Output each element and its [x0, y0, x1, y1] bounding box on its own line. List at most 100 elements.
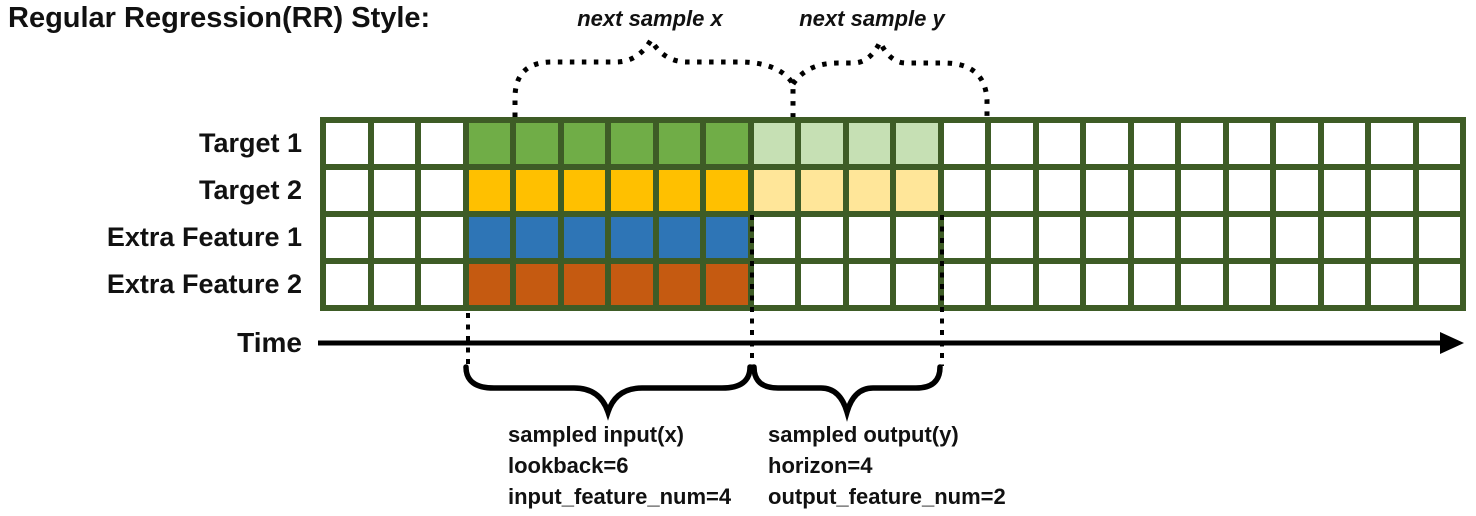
grid-cell	[326, 264, 368, 305]
sampled-output-title-line: sampled output(y)	[768, 422, 959, 447]
grid-cell	[373, 264, 415, 305]
grid-cell	[848, 123, 890, 164]
grid-cell	[1086, 170, 1128, 211]
grid-cell	[373, 217, 415, 258]
grid-cell	[1181, 170, 1223, 211]
grid-cell	[516, 217, 558, 258]
grid-cell	[1323, 123, 1365, 164]
grid-cell	[1133, 170, 1175, 211]
horizon-line: horizon=4	[768, 453, 873, 478]
grid-cell	[563, 264, 605, 305]
output-feature-num-line: output_feature_num=2	[768, 484, 1006, 509]
grid-cell	[468, 217, 510, 258]
grid-cell	[326, 217, 368, 258]
grid-cell	[1181, 217, 1223, 258]
grid-cell	[421, 170, 463, 211]
grid-cell	[1133, 217, 1175, 258]
grid-cell	[1371, 264, 1413, 305]
grid-cell	[991, 264, 1033, 305]
grid-cell	[753, 170, 795, 211]
grid-cell	[1038, 123, 1080, 164]
grid-cell	[1418, 264, 1460, 305]
grid-cell	[943, 123, 985, 164]
grid-cell	[706, 217, 748, 258]
input-feature-num-line: input_feature_num=4	[508, 484, 732, 509]
grid-cell	[563, 217, 605, 258]
grid-cell	[706, 123, 748, 164]
next-sample-y-label: next sample y	[799, 6, 945, 31]
time-axis-arrowhead-icon	[1440, 332, 1464, 354]
grid-cell	[1276, 123, 1318, 164]
grid-cell	[991, 123, 1033, 164]
grid-cell	[943, 217, 985, 258]
grid-cell	[1228, 217, 1270, 258]
grid-cell	[1133, 264, 1175, 305]
grid-cell	[1228, 170, 1270, 211]
grid-cell	[516, 264, 558, 305]
grid-cell	[706, 264, 748, 305]
grid-cell	[801, 264, 843, 305]
lookback-line: lookback=6	[508, 453, 629, 478]
grid-cell	[753, 217, 795, 258]
grid-cell	[1418, 170, 1460, 211]
grid-cell	[1038, 217, 1080, 258]
grid-cell	[1181, 123, 1223, 164]
grid-cell	[753, 264, 795, 305]
next-sample-y-brace	[790, 36, 990, 117]
grid-cell	[991, 170, 1033, 211]
grid-cell	[563, 170, 605, 211]
grid-cell	[706, 170, 748, 211]
row-label-target-2: Target 2	[198, 175, 302, 205]
grid-cell	[658, 264, 700, 305]
grid-cell	[516, 170, 558, 211]
grid-cell	[801, 170, 843, 211]
grid-cell	[848, 217, 890, 258]
grid-cell	[1371, 217, 1413, 258]
grid-cell	[468, 264, 510, 305]
grid-cell	[326, 170, 368, 211]
sampled-input-annotation: sampled input(x) lookback=6 input_featur…	[508, 419, 731, 512]
sampled-input-brace	[463, 364, 753, 421]
grid-cell	[1086, 217, 1128, 258]
grid-cell	[1418, 217, 1460, 258]
grid-cell	[658, 217, 700, 258]
grid-cell	[1133, 123, 1175, 164]
grid-cell	[421, 123, 463, 164]
grid-cell	[896, 264, 938, 305]
grid-cell	[1086, 123, 1128, 164]
grid-cell	[1371, 123, 1413, 164]
grid-cell	[1276, 170, 1318, 211]
grid-cell	[516, 123, 558, 164]
grid-cell	[943, 170, 985, 211]
grid-cell	[658, 123, 700, 164]
grid-cell	[896, 170, 938, 211]
time-axis-label: Time	[237, 327, 302, 358]
grid-cell	[1418, 123, 1460, 164]
grid-cell	[611, 170, 653, 211]
grid-cell	[1181, 264, 1223, 305]
grid-cell	[468, 123, 510, 164]
grid-cell	[611, 217, 653, 258]
figure-title: Regular Regression(RR) Style:	[8, 2, 431, 34]
row-label-extra-feature-1: Extra Feature 1	[106, 222, 302, 252]
grid-cell	[611, 264, 653, 305]
grid-cell	[848, 264, 890, 305]
grid-cell	[1323, 264, 1365, 305]
grid-cell	[896, 123, 938, 164]
grid-cell	[611, 123, 653, 164]
row-label-extra-feature-2: Extra Feature 2	[106, 269, 302, 299]
grid-cell	[1276, 217, 1318, 258]
grid-cell	[991, 217, 1033, 258]
grid-cell	[943, 264, 985, 305]
grid-cell	[1038, 170, 1080, 211]
grid-cell	[1323, 170, 1365, 211]
grid-cell	[801, 123, 843, 164]
grid-cell	[1038, 264, 1080, 305]
grid-cell	[896, 217, 938, 258]
grid-cell	[848, 170, 890, 211]
grid-cell	[1371, 170, 1413, 211]
grid-cell	[421, 217, 463, 258]
grid-cell	[1228, 264, 1270, 305]
next-sample-x-label: next sample x	[577, 6, 723, 31]
sampled-output-annotation: sampled output(y) horizon=4 output_featu…	[768, 419, 1006, 512]
